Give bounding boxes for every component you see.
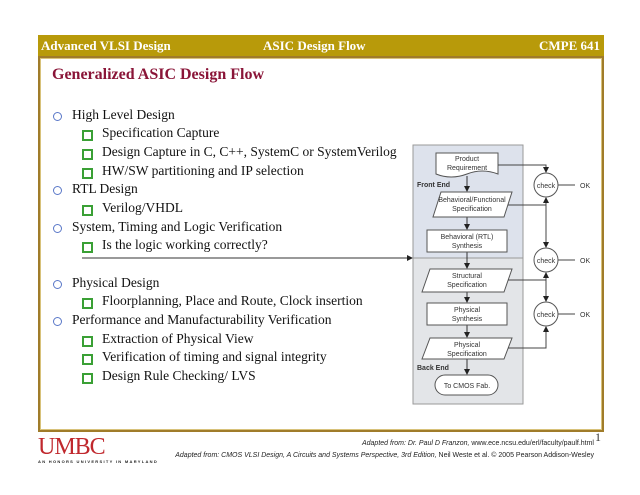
circle-bullet-icon (53, 224, 62, 233)
square-bullet-icon (82, 298, 93, 309)
bullet-item: Physical Design (72, 275, 160, 290)
bullet-item: Extraction of Physical View (102, 331, 254, 346)
check-node-3: check OK (533, 301, 590, 327)
check-node-1: check OK (533, 172, 590, 198)
slide-header: Advanced VLSI Design ASIC Design Flow CM… (38, 35, 604, 56)
product-req-text: Requirement (447, 165, 487, 172)
back-end-label: Back End (417, 365, 449, 372)
front-end-label: Front End (417, 182, 450, 189)
header-title: ASIC Design Flow (263, 38, 366, 53)
square-bullet-icon (82, 242, 93, 253)
bullet-item: Performance and Manufacturability Verifi… (72, 312, 332, 327)
struct-spec-text: Specification (447, 282, 487, 289)
square-bullet-icon (82, 354, 93, 365)
fab-text: To CMOS Fab. (444, 383, 490, 390)
bullet-item: Verification of timing and signal integr… (102, 349, 327, 364)
phys-synth-text: Synthesis (452, 316, 483, 323)
slide-title: Generalized ASIC Design Flow (52, 66, 264, 83)
rtl-synth-text: Synthesis (452, 243, 483, 250)
square-bullet-icon (82, 168, 93, 179)
product-req-text: Product (455, 156, 479, 163)
svg-text:OK: OK (580, 312, 590, 319)
phys-spec-text: Specification (447, 351, 487, 358)
circle-bullet-icon (53, 186, 62, 195)
bullet-item: Specification Capture (102, 125, 220, 140)
bullet-item: System, Timing and Logic Verification (72, 219, 283, 234)
svg-text:OK: OK (580, 183, 590, 190)
page-number: 1 (595, 430, 601, 444)
square-bullet-icon (82, 336, 93, 347)
bullet-item: High Level Design (72, 107, 175, 122)
bullet-item: Floorplanning, Place and Route, Clock in… (102, 293, 363, 308)
bullet-item: Is the logic working correctly? (102, 237, 268, 252)
bullet-item: RTL Design (72, 181, 138, 196)
circle-bullet-icon (53, 317, 62, 326)
bullet-item: Design Rule Checking/ LVS (102, 368, 256, 383)
circle-bullet-icon (53, 280, 62, 289)
bullet-item: Verilog/VHDL (102, 200, 183, 215)
physical-synthesis-box (426, 302, 508, 326)
square-bullet-icon (82, 130, 93, 141)
course-code: CMPE 641 (538, 38, 600, 53)
credit-line-2: Adapted from: CMOS VLSI Design, A Circui… (175, 452, 594, 459)
circle-bullet-icon (53, 112, 62, 121)
rtl-synthesis-box (426, 229, 508, 253)
svg-text:check: check (537, 312, 556, 319)
course-name: Advanced VLSI Design (41, 38, 171, 53)
physical-spec-box (421, 337, 513, 360)
slide-frame (38, 56, 604, 432)
struct-spec-text: Structural (452, 273, 482, 280)
square-bullet-icon (82, 205, 93, 216)
svg-text:OK: OK (580, 258, 590, 265)
behavioral-spec-box (432, 191, 513, 218)
beh-spec-text: Specification (452, 206, 492, 213)
umbc-logo: UMBC (38, 434, 106, 460)
credit-line-1: Adapted from: Dr. Paul D Franzon, www.ec… (361, 440, 594, 447)
square-bullet-icon (82, 373, 93, 384)
check-node-2: check OK (533, 247, 590, 273)
square-bullet-icon (82, 149, 93, 160)
bullet-item: Design Capture in C, C++, SystemC or Sys… (102, 144, 397, 159)
phys-spec-text: Physical (454, 342, 481, 349)
bullet-item: HW/SW partitioning and IP selection (102, 163, 304, 178)
svg-text:check: check (537, 183, 556, 190)
svg-text:check: check (537, 258, 556, 265)
product-requirement-box (435, 152, 499, 178)
rtl-synth-text: Behavioral (RTL) (441, 234, 494, 241)
cmos-fab-terminal (434, 374, 499, 396)
structural-spec-box (421, 268, 513, 293)
umbc-tagline: AN HONORS UNIVERSITY IN MARYLAND (38, 459, 159, 464)
beh-spec-text: Behavioral/Functional (438, 197, 506, 204)
phys-synth-text: Physical (454, 307, 481, 314)
